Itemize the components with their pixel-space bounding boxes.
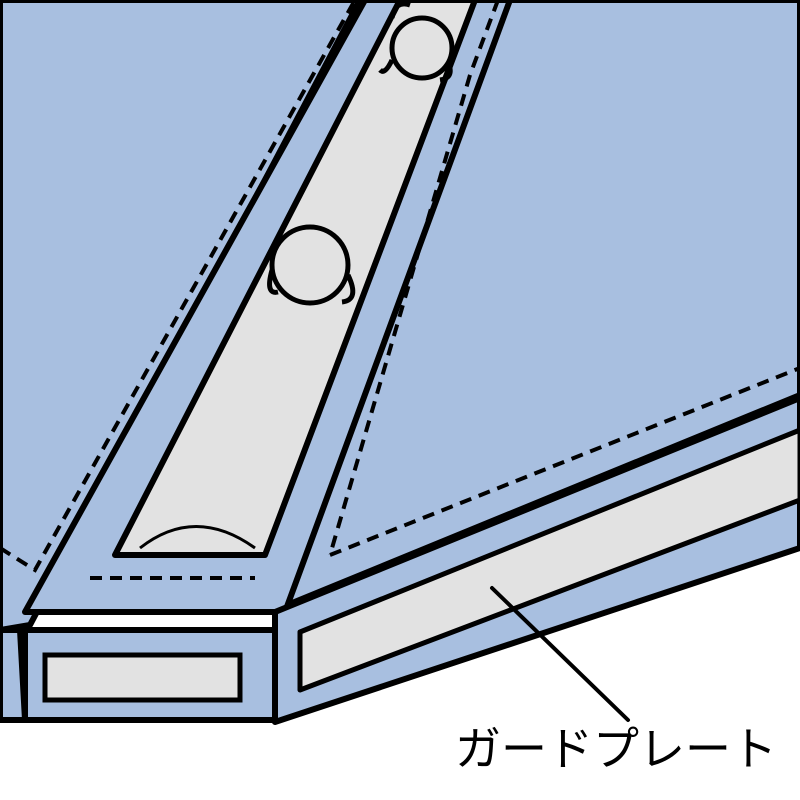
- binder-ring-upper: [378, 1, 455, 83]
- binder-left-panel: [0, 0, 363, 633]
- binder-ring-lower: [267, 224, 356, 306]
- callout-label: ガードプレート: [455, 722, 777, 776]
- stitch-line-spine-right: [328, 0, 500, 556]
- stitch-line-cover-edge: [329, 366, 800, 557]
- left-edge-face: [0, 627, 28, 723]
- ring-channel-edge: [113, 0, 402, 556]
- ring-base-dome: [139, 525, 256, 550]
- stitch-line-left: [0, 0, 357, 573]
- guard-plate-spine: [42, 652, 243, 703]
- callout-leader-line: [490, 586, 630, 722]
- guard-plate-right: [297, 427, 800, 693]
